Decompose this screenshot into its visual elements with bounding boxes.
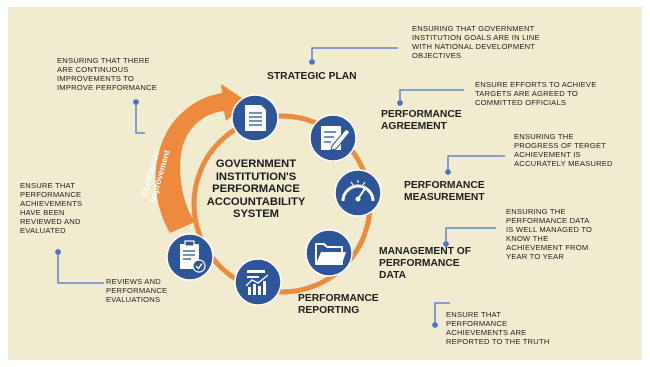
note-strategic-plan-line-3: WITH NATIONAL DEVELOPMENT <box>412 42 536 51</box>
note-reviews-line-4: HAVE BEEN <box>20 208 65 217</box>
connector-reviews <box>55 249 104 284</box>
report-chart-icon <box>234 258 282 306</box>
stage-reviews-and-performance-evaluations: REVIEWS AND PERFORMANCE EVALUATIONS <box>106 277 167 304</box>
note-measurement-line-1: ENSURING THE <box>514 132 574 141</box>
stage-reporting-line-2: REPORTING <box>298 305 360 316</box>
note-continuous-line-4: IMPROVE PERFORMANCE <box>57 83 157 92</box>
connector-reporting <box>432 302 450 328</box>
connector-agreement <box>397 89 464 106</box>
note-reviews-line-3: ACHIEVEMENTS <box>20 199 83 208</box>
connector-measurement <box>445 155 505 175</box>
center-title-line-5: SYSTEM <box>232 208 279 220</box>
speedometer-icon <box>334 169 382 217</box>
center-title-line-2: INSTITUTION'S <box>215 170 297 183</box>
center-title-line-4: ACCOUNTABILITY <box>206 195 306 208</box>
document-icon <box>231 94 279 142</box>
note-data-line-2: PERFORMANCE DATA <box>506 216 590 225</box>
stage-strategic-plan-line-1: STRATEGIC PLAN <box>267 71 357 82</box>
note-strategic-plan-line-2: INSTITUTION GOALS ARE IN LINE <box>412 33 540 42</box>
note-continuous-line-3: IMPROVEMENTS TO <box>57 74 134 83</box>
note-reporting-line-2: PERFORMANCE <box>446 319 508 328</box>
note-data-line-6: YEAR TO YEAR <box>506 252 565 261</box>
stage-reporting-line-1: PERFORMANCE <box>298 293 379 304</box>
note-agreement-line-2: TARGETS ARE AGREED TO <box>475 89 578 98</box>
note-strategic-plan-line-1: ENSURING THAT GOVERNMENT <box>412 24 535 33</box>
center-title: GOVERNMENT INSTITUTION'S PERFORMANCE ACC… <box>196 158 316 221</box>
note-reviews-line-6: EVALUATED <box>20 226 66 235</box>
stage-measurement-line-1: PERFORMANCE <box>404 180 485 191</box>
connector-continuous <box>133 99 145 134</box>
stage-reviews-line-2: PERFORMANCE <box>106 286 168 295</box>
document-pen-icon <box>309 114 357 162</box>
note-data-line-1: ENSURING THE <box>506 207 566 216</box>
note-strategic-plan: ENSURING THAT GOVERNMENT INSTITUTION GOA… <box>412 24 540 60</box>
folder-icon <box>305 229 353 277</box>
stage-agreement-line-1: PERFORMANCE <box>381 109 462 120</box>
stage-data-line-1: MANAGEMENT OF <box>379 246 472 257</box>
stage-performance-reporting: PERFORMANCE REPORTING <box>298 293 379 317</box>
note-reporting-line-4: REPORTED TO THE TRUTH <box>446 337 550 346</box>
connector-data <box>443 227 496 247</box>
note-measurement-line-4: ACCURATELY MEASURED <box>514 159 613 168</box>
note-continuous-improvement: ENSURING THAT THERE ARE CONTINUOUS IMPRO… <box>57 56 157 92</box>
stage-performance-agreement: PERFORMANCE AGREEMENT <box>381 109 462 133</box>
note-data-line-3: IS WELL MANAGED TO <box>506 225 593 234</box>
note-agreement-line-3: COMMITTED OFFICIALS <box>475 98 567 107</box>
stage-performance-measurement: PERFORMANCE MEASUREMENT <box>404 180 485 204</box>
note-reviews-line-1: ENSURE THAT <box>20 181 76 190</box>
note-reviews-line-5: REVIEWED AND <box>20 217 81 226</box>
note-continuous-line-1: ENSURING THAT THERE <box>57 56 150 65</box>
stage-reviews-line-1: REVIEWS AND <box>106 277 161 286</box>
note-strategic-plan-line-4: OBJECTIVES <box>412 51 462 60</box>
connector-strategic-plan <box>309 47 398 65</box>
stage-agreement-line-2: AGREEMENT <box>381 121 447 132</box>
connector-lines <box>55 47 505 328</box>
note-data-line-4: KNOW THE <box>506 234 549 243</box>
note-performance-agreement: ENSURE EFFORTS TO ACHIEVE TARGETS ARE AG… <box>475 80 596 107</box>
center-title-line-1: GOVERNMENT <box>215 158 297 170</box>
note-agreement-line-1: ENSURE EFFORTS TO ACHIEVE <box>475 80 597 89</box>
center-title-line-3: PERFORMANCE <box>212 183 300 195</box>
note-performance-reporting: ENSURE THAT PERFORMANCE ACHIEVEMENTS ARE… <box>446 310 550 346</box>
stage-data-line-3: DATA <box>379 270 407 281</box>
clipboard-check-icon <box>166 233 214 281</box>
stage-strategic-plan: STRATEGIC PLAN <box>267 71 357 83</box>
note-reviews-line-2: PERFORMANCE <box>20 190 82 199</box>
stage-data-line-2: PERFORMANCE <box>379 258 460 269</box>
note-data-line-5: ACHIEVEMENT FROM <box>506 243 589 252</box>
stage-reviews-line-3: EVALUATIONS <box>106 295 161 304</box>
stage-measurement-line-2: MEASUREMENT <box>404 192 485 203</box>
note-reviews-and-performance-evaluations: ENSURE THAT PERFORMANCE ACHIEVEMENTS HAV… <box>20 181 82 235</box>
stage-management-of-performance-data: MANAGEMENT OF PERFORMANCE DATA <box>379 246 471 282</box>
note-measurement-line-2: PROGRESS OF TERGET <box>514 141 607 150</box>
continuous-improvement-arrow <box>155 84 248 233</box>
note-management-of-performance-data: ENSURING THE PERFORMANCE DATA IS WELL MA… <box>506 207 592 261</box>
note-reporting-line-3: ACHIEVEMENTS ARE <box>446 328 527 337</box>
note-performance-measurement: ENSURING THE PROGRESS OF TERGET ACHIEVEM… <box>514 132 613 168</box>
note-reporting-line-1: ENSURE THAT <box>446 310 502 319</box>
note-measurement-line-3: ACHIEVEMENT IS <box>514 150 581 159</box>
note-continuous-line-2: ARE CONTINUOUS <box>57 65 129 74</box>
